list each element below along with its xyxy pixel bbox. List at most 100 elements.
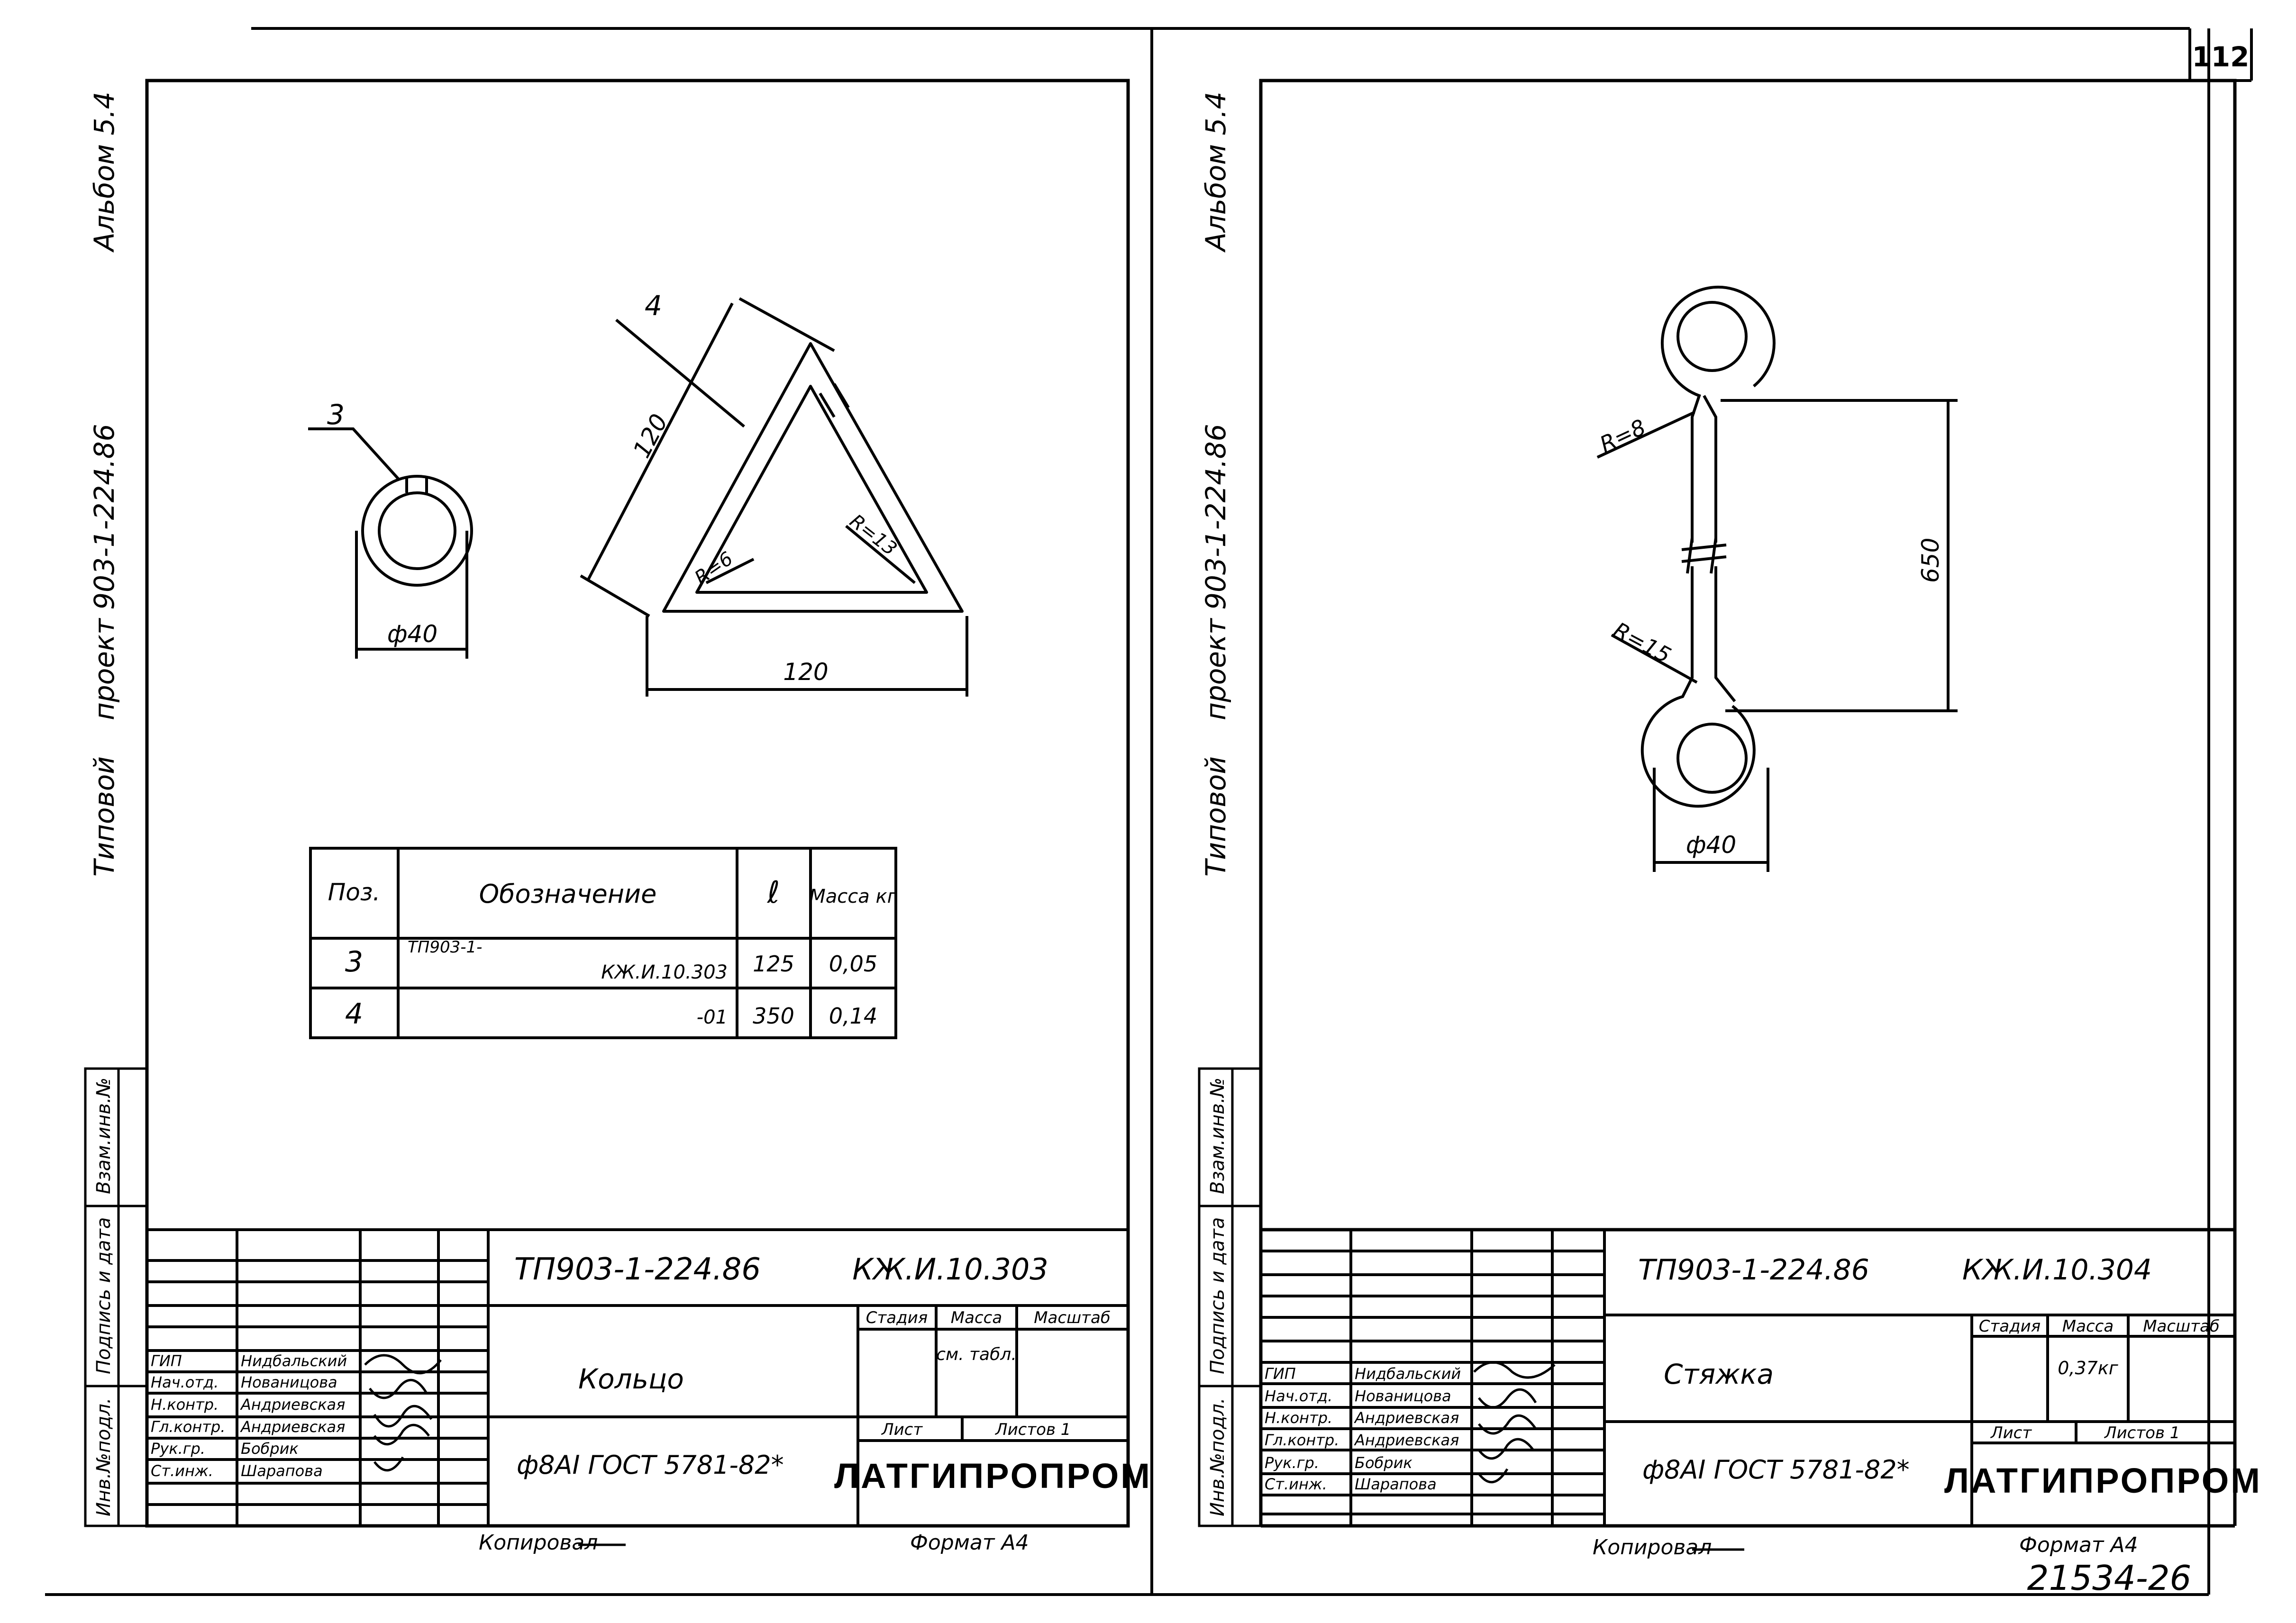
triangle-outer-radius: R=13 (846, 510, 901, 560)
table-row1-mass: 0,05 (829, 951, 877, 977)
right-staff-name-5: Шарапова (1355, 1475, 1437, 1493)
table-row2-designation: -01 (697, 1006, 728, 1028)
left-side-title-3: Альбом 5.4 (88, 91, 120, 253)
ring-diameter: ф40 (387, 620, 437, 648)
right-staff-name-0: Нидбальский (1355, 1365, 1461, 1383)
spec-table (309, 847, 897, 1039)
left-format: Формат А4 (910, 1531, 1029, 1555)
triangle-drawing (580, 297, 968, 697)
left-side-title-2: проект 903-1-224.86 (88, 424, 120, 720)
right-code: ТП903-1-224.86 (1638, 1253, 1869, 1287)
footer-number: 21534-26 (2027, 1558, 2192, 1598)
right-signatures-scribble (1473, 1361, 1556, 1484)
turnbuckle-length-dim: 650 (1917, 538, 1944, 583)
left-copied: Копировал (479, 1531, 598, 1555)
right-staff-role-4: Рук.гр. (1265, 1454, 1319, 1472)
triangle-side-dim: 120 (628, 409, 673, 462)
title-block-right (1261, 1228, 2235, 1526)
table-row1-length: 125 (753, 951, 794, 977)
sheet-right: Типовой проект 903-1-224.86 Альбом 5.4 И… (1198, 79, 2262, 1560)
left-col-sheet: Лист (881, 1420, 923, 1439)
left-staff-role-0: ГИП (151, 1352, 182, 1370)
table-row1-designation-top: ТП903-1- (408, 938, 482, 957)
table-header-length: ℓ (767, 875, 780, 910)
table-row2-pos: 4 (345, 997, 363, 1031)
right-material: ф8АI ГОСТ 5781-82* (1642, 1455, 1910, 1485)
right-staff-role-3: Гл.контр. (1265, 1431, 1339, 1449)
page-frame (45, 27, 2253, 1596)
title-block-left (147, 1228, 1128, 1526)
right-stamp-sign: Подпись и дата (1207, 1217, 1229, 1374)
left-staff-role-1: Нач.отд. (151, 1373, 219, 1391)
table-header-pos: Поз. (328, 879, 381, 906)
left-side-title-1: Типовой (88, 756, 120, 877)
turnbuckle-top-radius: R=8 (1596, 414, 1649, 457)
table-row1-designation: КЖ.И.10.303 (601, 961, 728, 983)
ring-drawing (308, 427, 473, 659)
turnbuckle-bottom-radius: R=15 (1609, 617, 1675, 668)
left-col-stage: Стадия (866, 1308, 928, 1327)
table-row1-pos: 3 (345, 945, 363, 979)
right-staff-role-0: ГИП (1265, 1365, 1296, 1383)
right-stamp-inv: Инв.№подл. (1207, 1397, 1229, 1516)
left-staff-role-2: Н.контр. (151, 1396, 219, 1414)
left-col-scale: Масштаб (1034, 1308, 1111, 1327)
left-col-mass: Масса (951, 1308, 1002, 1327)
left-staff-name-4: Бобрик (241, 1440, 299, 1458)
right-col-mass: Масса (2062, 1317, 2114, 1336)
left-stamp-inv: Инв.№подл. (93, 1397, 115, 1516)
left-signatures-scribble (364, 1354, 442, 1472)
right-staff-name-4: Бобрик (1355, 1454, 1412, 1472)
left-staff-name-5: Шарапова (241, 1462, 323, 1480)
right-side-title-2: проект 903-1-224.86 (1200, 424, 1232, 720)
table-header-designation: Обозначение (479, 879, 657, 909)
right-format: Формат А4 (2019, 1533, 2138, 1557)
left-organization: ЛАТГИПРОПРОМ (834, 1456, 1152, 1496)
right-staff-name-1: Нованицова (1355, 1387, 1451, 1405)
left-name: Кольцо (578, 1363, 684, 1395)
left-mass-value: см. табл. (936, 1345, 1017, 1364)
table-row2-length: 350 (753, 1003, 794, 1029)
left-code: ТП903-1-224.86 (514, 1252, 761, 1287)
right-staff-name-3: Андриевская (1354, 1431, 1459, 1449)
left-mark: КЖ.И.10.303 (852, 1252, 1048, 1287)
right-staff-role-2: Н.контр. (1265, 1409, 1332, 1427)
right-col-scale: Масштаб (2143, 1317, 2220, 1336)
right-staff-role-1: Нач.отд. (1265, 1387, 1332, 1405)
table-row2-mass: 0,14 (829, 1003, 877, 1029)
pos3-label: 3 (327, 399, 345, 431)
page-number: 112 (2192, 41, 2249, 73)
left-staff-role-3: Гл.контр. (151, 1418, 225, 1436)
sheet-right-frame (1259, 79, 2237, 1232)
turnbuckle-eye-dim: ф40 (1686, 831, 1736, 859)
right-mark: КЖ.И.10.304 (1962, 1253, 2152, 1287)
left-staff-role-4: Рук.гр. (151, 1440, 205, 1458)
right-stamp-replace: Взам.инв.№ (1207, 1078, 1229, 1194)
left-material: ф8АI ГОСТ 5781-82* (517, 1450, 784, 1480)
right-side-title-3: Альбом 5.4 (1200, 91, 1232, 253)
right-col-sheet: Лист (1990, 1424, 2032, 1442)
left-staff-name-3: Андриевская (240, 1418, 345, 1436)
right-organization: ЛАТГИПРОПРОМ (1944, 1461, 2262, 1500)
right-col-sheets: Листов 1 (2104, 1424, 2180, 1442)
triangle-inner-radius: R=6 (691, 548, 737, 589)
right-mass-value: 0,37кг (2058, 1358, 2119, 1378)
table-header-mass: Масса кг (809, 886, 897, 907)
right-copied: Копировал (1593, 1535, 1712, 1560)
left-stamp-replace: Взам.инв.№ (93, 1078, 115, 1194)
left-staff-name-0: Нидбальский (241, 1352, 347, 1370)
right-name: Стяжка (1664, 1358, 1774, 1390)
triangle-base-dim: 120 (783, 658, 828, 686)
sheet-left: Типовой проект 903-1-224.86 Альбом 5.4 И… (84, 79, 1152, 1555)
left-side-stamp (84, 1067, 148, 1527)
left-staff-role-5: Ст.инж. (151, 1462, 213, 1480)
right-side-title-1: Типовой (1200, 756, 1232, 877)
left-staff-name-2: Андриевская (240, 1396, 345, 1414)
left-stamp-sign: Подпись и дата (93, 1217, 115, 1374)
right-col-stage: Стадия (1979, 1317, 2041, 1336)
sheet-left-frame (145, 79, 1130, 1528)
right-staff-role-5: Ст.инж. (1265, 1475, 1327, 1493)
left-staff-name-1: Нованицова (241, 1373, 337, 1391)
turnbuckle-drawing (1596, 285, 1958, 872)
